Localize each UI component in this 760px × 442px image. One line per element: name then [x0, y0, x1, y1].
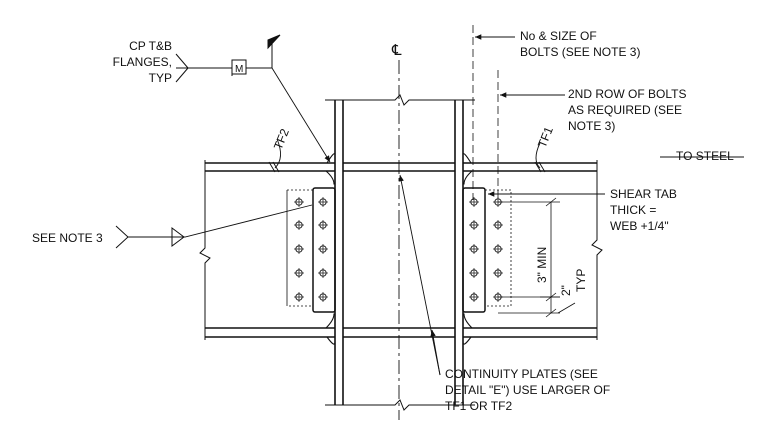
shear-tab-line1: SHEAR TAB [610, 187, 677, 201]
bolt [294, 244, 304, 254]
bolt [493, 268, 503, 278]
bolt [493, 197, 503, 207]
bolt [493, 220, 503, 230]
bolt [294, 292, 304, 302]
weld-access-holes [325, 153, 473, 345]
dim-3min-label: 3" MIN [535, 247, 549, 283]
dimension-2typ-leader [557, 302, 576, 314]
bolts-line2: BOLTS (SEE NOTE 3) [520, 45, 640, 59]
bolt [493, 244, 503, 254]
beam-bottom-flange [205, 327, 597, 338]
column-break-lines [325, 94, 475, 411]
continuity-plates [343, 162, 455, 338]
bolts-line1: No & SIZE OF [520, 29, 597, 43]
bolt [294, 220, 304, 230]
centerline-symbol: ℄ [391, 42, 402, 59]
labels: CP T&B FLANGES, TYP M ℄ No & SIZE OF BOL… [32, 29, 734, 413]
see-note3-label: SEE NOTE 3 [32, 231, 103, 245]
shear-tab-line3: WEB +1/4" [610, 219, 669, 233]
second-row-line3: NOTE 3) [568, 119, 615, 133]
leader-tf1 [535, 142, 541, 169]
bolt [318, 244, 328, 254]
beam-break-lines [199, 160, 603, 340]
bolt [469, 244, 479, 254]
shear-tab-left [312, 187, 336, 313]
bolt [318, 268, 328, 278]
tf1-label: TF1 [535, 124, 556, 149]
leader-continuity [398, 174, 441, 376]
bolt [469, 220, 479, 230]
leader-see-note3 [128, 204, 313, 238]
continuity-line2: DETAIL "E") USE LARGER OF [445, 383, 610, 397]
dimension-2typ [540, 296, 560, 318]
continuity-line1: CONTINUITY PLATES (SEE [445, 367, 598, 381]
second-row-line1: 2ND ROW OF BOLTS [568, 87, 686, 101]
cp-flanges-line3: TYP [149, 71, 172, 85]
continuity-line3: TF1 OR TF2 [445, 399, 512, 413]
leader-tf2 [274, 138, 281, 169]
bolt [318, 220, 328, 230]
bolt [469, 268, 479, 278]
see-note3-symbol [115, 225, 185, 249]
cp-flanges-line2: FLANGES, [113, 55, 172, 69]
shear-tab-line2: THICK = [610, 203, 656, 217]
cp-flanges-line1: CP T&B [129, 39, 172, 53]
bolt [294, 268, 304, 278]
weld-m-label: M [235, 64, 243, 75]
bolt [469, 292, 479, 302]
weld-symbol [175, 34, 281, 83]
leader-continuity-2 [430, 329, 441, 376]
dim-2-label: 2" [559, 285, 573, 296]
to-steel-label: TO STEEL [676, 149, 734, 163]
dim-typ-label: TYP [574, 269, 588, 292]
bolt [318, 292, 328, 302]
leader-cp-flanges-arrow [271, 67, 331, 163]
tf2-label: TF2 [271, 126, 292, 151]
bolt [469, 197, 479, 207]
second-row-line2: AS REQUIRED (SEE [568, 103, 682, 117]
bolt-group [294, 197, 503, 302]
bolt [493, 292, 503, 302]
flange-break-marks [268, 161, 546, 173]
bolt [318, 197, 328, 207]
bolt [294, 197, 304, 207]
